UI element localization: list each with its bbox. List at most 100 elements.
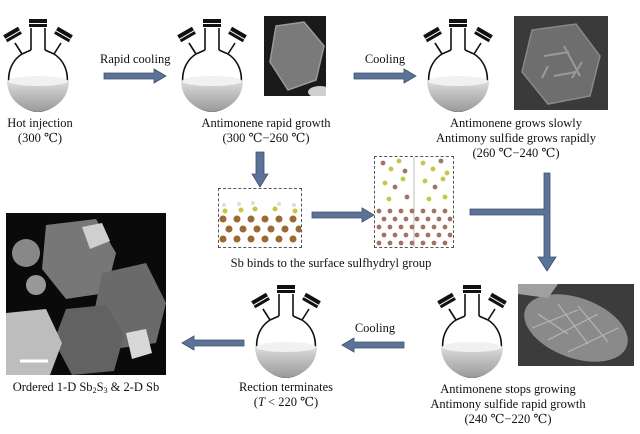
cooling-label-1: Cooling — [364, 52, 406, 66]
sb-binds-label: Sb binds to the surface sulfhydryl group — [230, 256, 432, 270]
arrow-cooling-1-icon — [353, 68, 417, 84]
flask-grows-slowly-icon — [422, 18, 494, 113]
sb-atom — [403, 232, 409, 238]
stops-growing-line1: Antimonene stops growing — [440, 382, 576, 396]
ordered-prefix: Ordered 1-D Sb — [12, 380, 93, 394]
sb2s3-atoms — [376, 157, 453, 247]
ordered-sub2: 3 — [103, 386, 108, 395]
grows-slowly-line2: Antimony sulfide grows rapidly — [435, 131, 597, 145]
sb-atom — [392, 216, 398, 222]
s-atom — [440, 176, 446, 182]
terminates-line1: Rection terminates — [238, 380, 334, 394]
sb-atom — [376, 208, 382, 214]
hot-injection-line2: (300 ℃) — [17, 131, 63, 145]
sb-atom — [442, 240, 448, 246]
stops-growing-line2: Antimony sulfide rapid growth — [430, 397, 586, 411]
terminates-T: T — [257, 395, 265, 409]
terminates-rest: < 220 ℃) — [264, 395, 319, 409]
flask-terminates-icon — [250, 284, 322, 379]
sb-atom — [381, 216, 387, 222]
sb-atom — [432, 184, 438, 190]
rapid-growth-line1: Antimonene rapid growth — [201, 116, 331, 130]
sem-image-hexagon — [264, 16, 326, 96]
sb-atom — [398, 208, 404, 214]
rapid-growth-label: Antimonene rapid growth (300 ℃−260 ℃) — [196, 116, 336, 146]
sem-image-hexagon-rods — [514, 16, 608, 110]
sb-atom — [381, 232, 387, 238]
sb-atom — [442, 208, 448, 214]
sb-atom — [376, 224, 382, 230]
arrow-left-1-icon — [181, 335, 245, 351]
sb-atom — [414, 216, 420, 222]
flask-stops-growing-icon — [436, 284, 508, 379]
sb-atom — [398, 224, 404, 230]
surface-sulfhydryl-model — [218, 188, 302, 248]
sb-atom — [402, 168, 408, 174]
sb-atom — [409, 240, 415, 246]
arrow-rapid-cooling-icon — [103, 68, 167, 84]
sb-atom — [420, 224, 426, 230]
rapid-cooling-label: Rapid cooling — [100, 52, 171, 66]
sb2s3-structure-model — [374, 156, 454, 248]
sem-image-rods-platelet — [518, 284, 634, 366]
sb-atom — [436, 216, 442, 222]
sb-atom — [447, 232, 453, 238]
sb-atom — [409, 224, 415, 230]
arrow-middle-right-icon — [311, 207, 375, 223]
arrow-left-2-icon — [341, 337, 405, 353]
stops-growing-line3: (240 ℃−220 ℃) — [464, 412, 552, 426]
hot-injection-line1: Hot injection — [7, 116, 73, 130]
terminates-paren: ( — [253, 395, 258, 409]
s-atom — [396, 158, 402, 164]
sb-atom — [438, 158, 444, 164]
sb-atom — [380, 160, 386, 166]
flask-rapid-growth-icon — [176, 18, 248, 113]
s-atom — [426, 196, 432, 202]
terminates-line2: (T < 220 ℃) — [226, 395, 346, 410]
s-atom — [422, 178, 428, 184]
terminates-label: Rection terminates (T < 220 ℃) — [226, 380, 346, 410]
sb-atom — [425, 232, 431, 238]
sb-atom — [442, 224, 448, 230]
flask-hot-injection-icon — [2, 18, 74, 113]
sb-atom — [392, 184, 398, 190]
sb-atom — [414, 232, 420, 238]
sb-atom — [436, 232, 442, 238]
stops-growing-label: Antimonene stops growing Antimony sulfid… — [418, 382, 598, 427]
sb-atom — [409, 208, 415, 214]
sb-atom — [387, 208, 393, 214]
ordered-mid: S — [96, 380, 104, 394]
sb-atom — [420, 208, 426, 214]
s-atom — [442, 194, 448, 200]
s-atom — [382, 180, 388, 186]
grows-slowly-line3: (260 ℃−240 ℃) — [472, 146, 560, 160]
sb-atom — [431, 240, 437, 246]
sb-atom — [425, 216, 431, 222]
grows-slowly-line1: Antimonene grows slowly — [450, 116, 582, 130]
s-atom — [388, 166, 394, 172]
sem-image-ordered — [6, 213, 166, 375]
sb-atom — [392, 232, 398, 238]
s-atom — [420, 160, 426, 166]
sb-atom — [403, 216, 409, 222]
sb-atom — [420, 240, 426, 246]
ordered-suffix: & 2-D Sb — [107, 380, 160, 394]
sb-atom — [376, 240, 382, 246]
sb-atom — [431, 208, 437, 214]
sb-atom — [431, 224, 437, 230]
ordered-label: Ordered 1-D Sb2S3 & 2-D Sb — [6, 380, 166, 398]
sb-atom — [398, 240, 404, 246]
cooling-label-2: Cooling — [354, 321, 396, 335]
sb-atom — [387, 240, 393, 246]
s-atom — [400, 176, 406, 182]
ordered-sub1: 2 — [92, 386, 97, 395]
sb-atom — [404, 194, 410, 200]
grows-slowly-label: Antimonene grows slowly Antimony sulfide… — [426, 116, 606, 161]
hot-injection-label: Hot injection (300 ℃) — [0, 116, 80, 146]
s-atom — [444, 170, 450, 176]
s-atom — [430, 166, 436, 172]
s-atom — [386, 196, 392, 202]
rapid-growth-line2: (300 ℃−260 ℃) — [222, 131, 310, 145]
sb-atom — [447, 216, 453, 222]
arrow-junction-down-icon — [469, 172, 557, 272]
